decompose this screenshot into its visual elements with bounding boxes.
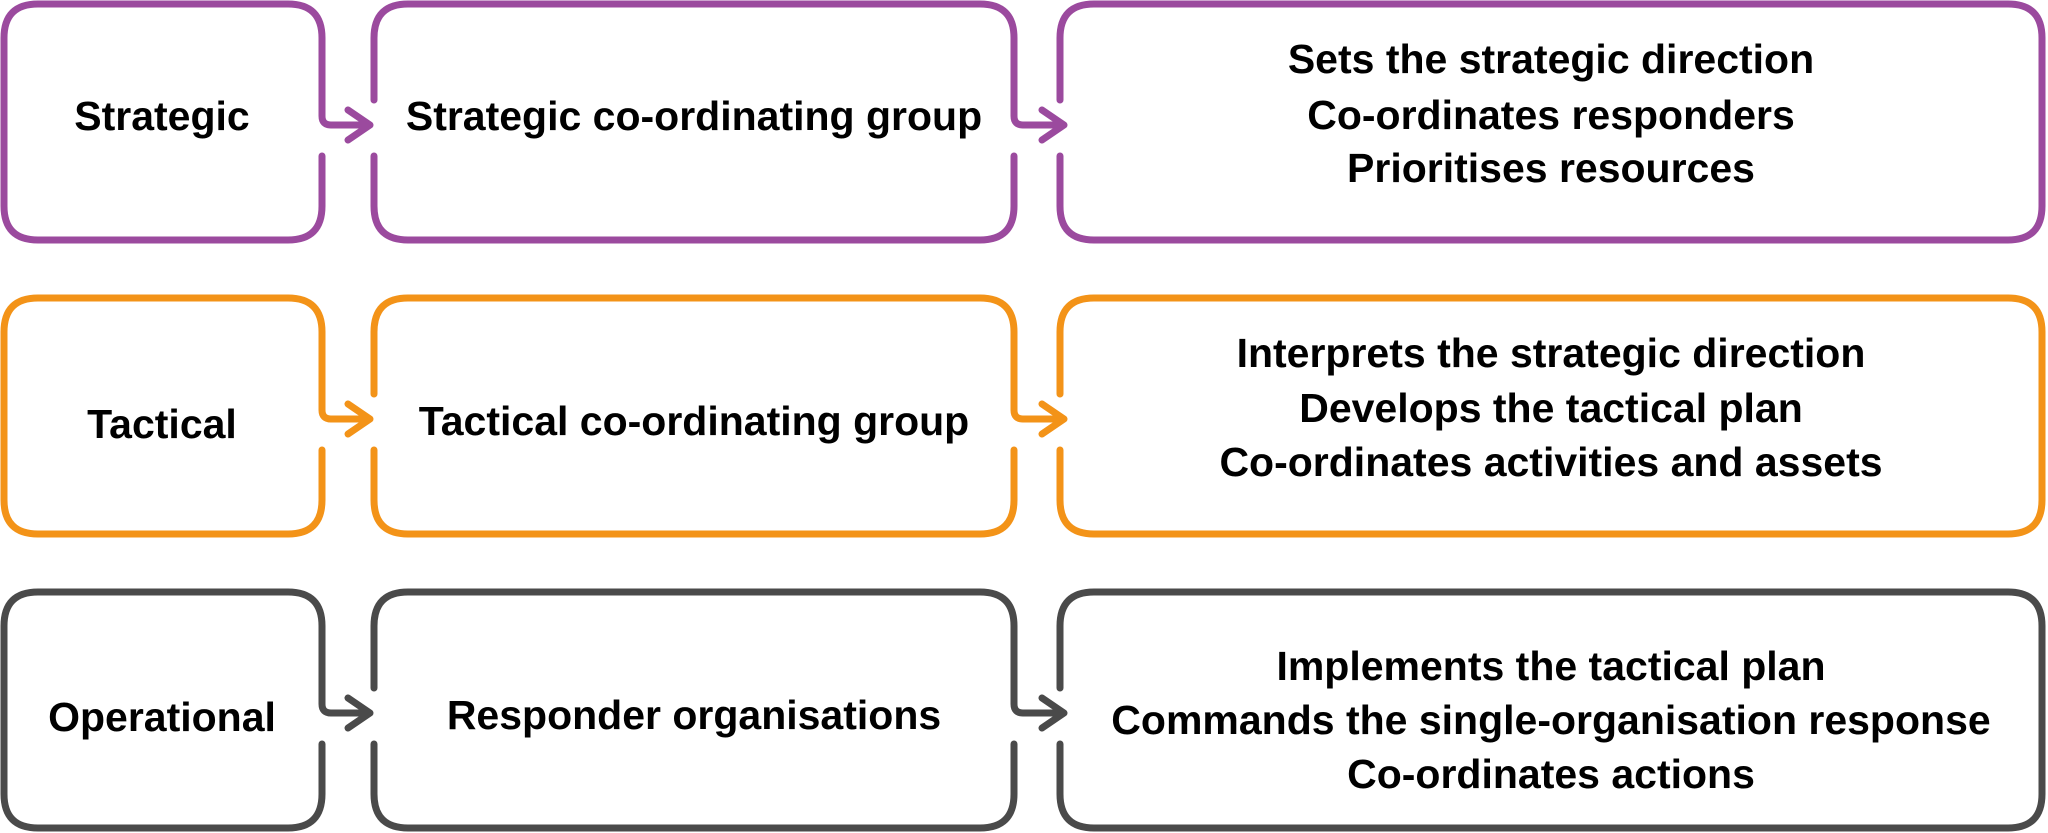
operational-role-2: Commands the single-organisation respons… bbox=[1111, 697, 1990, 743]
operational-group-box bbox=[370, 588, 1018, 832]
strategic-level-label: Strategic bbox=[74, 93, 249, 139]
tactical-roles-box bbox=[1056, 294, 2046, 538]
tactical-role-1: Interprets the strategic direction bbox=[1237, 330, 1866, 376]
operational-level-label: Operational bbox=[48, 694, 276, 740]
tactical-role-2: Develops the tactical plan bbox=[1299, 385, 1803, 431]
tactical-group-label: Tactical co-ordinating group bbox=[419, 398, 969, 444]
tactical-level-label: Tactical bbox=[87, 401, 237, 447]
strategic-group-label: Strategic co-ordinating group bbox=[406, 93, 982, 139]
strategic-roles-box bbox=[1056, 0, 2046, 244]
operational-group-label: Responder organisations bbox=[447, 692, 941, 738]
row-tactical bbox=[0, 294, 2046, 538]
strategic-role-3: Prioritises resources bbox=[1347, 145, 1755, 191]
operational-arrow-2 bbox=[1010, 684, 1068, 732]
operational-arrow-1 bbox=[318, 684, 374, 732]
strategic-arrow-2 bbox=[1010, 96, 1068, 144]
operational-level-box bbox=[0, 588, 326, 832]
strategic-role-1: Sets the strategic direction bbox=[1288, 36, 1814, 82]
tactical-arrow-2 bbox=[1010, 390, 1068, 438]
strategic-level-box bbox=[0, 0, 326, 244]
strategic-arrow-1 bbox=[318, 96, 374, 144]
tactical-group-box bbox=[370, 294, 1018, 538]
strategic-role-2: Co-ordinates responders bbox=[1307, 92, 1795, 138]
row-operational bbox=[0, 588, 2046, 832]
tactical-arrow-1 bbox=[318, 390, 374, 438]
tactical-level-box bbox=[0, 294, 326, 538]
strategic-group-box bbox=[370, 0, 1018, 244]
row-strategic bbox=[0, 0, 2046, 244]
operational-role-3: Co-ordinates actions bbox=[1347, 751, 1755, 797]
operational-role-1: Implements the tactical plan bbox=[1276, 643, 1825, 689]
tactical-role-3: Co-ordinates activities and assets bbox=[1219, 439, 1882, 485]
operational-roles-box bbox=[1056, 588, 2046, 832]
